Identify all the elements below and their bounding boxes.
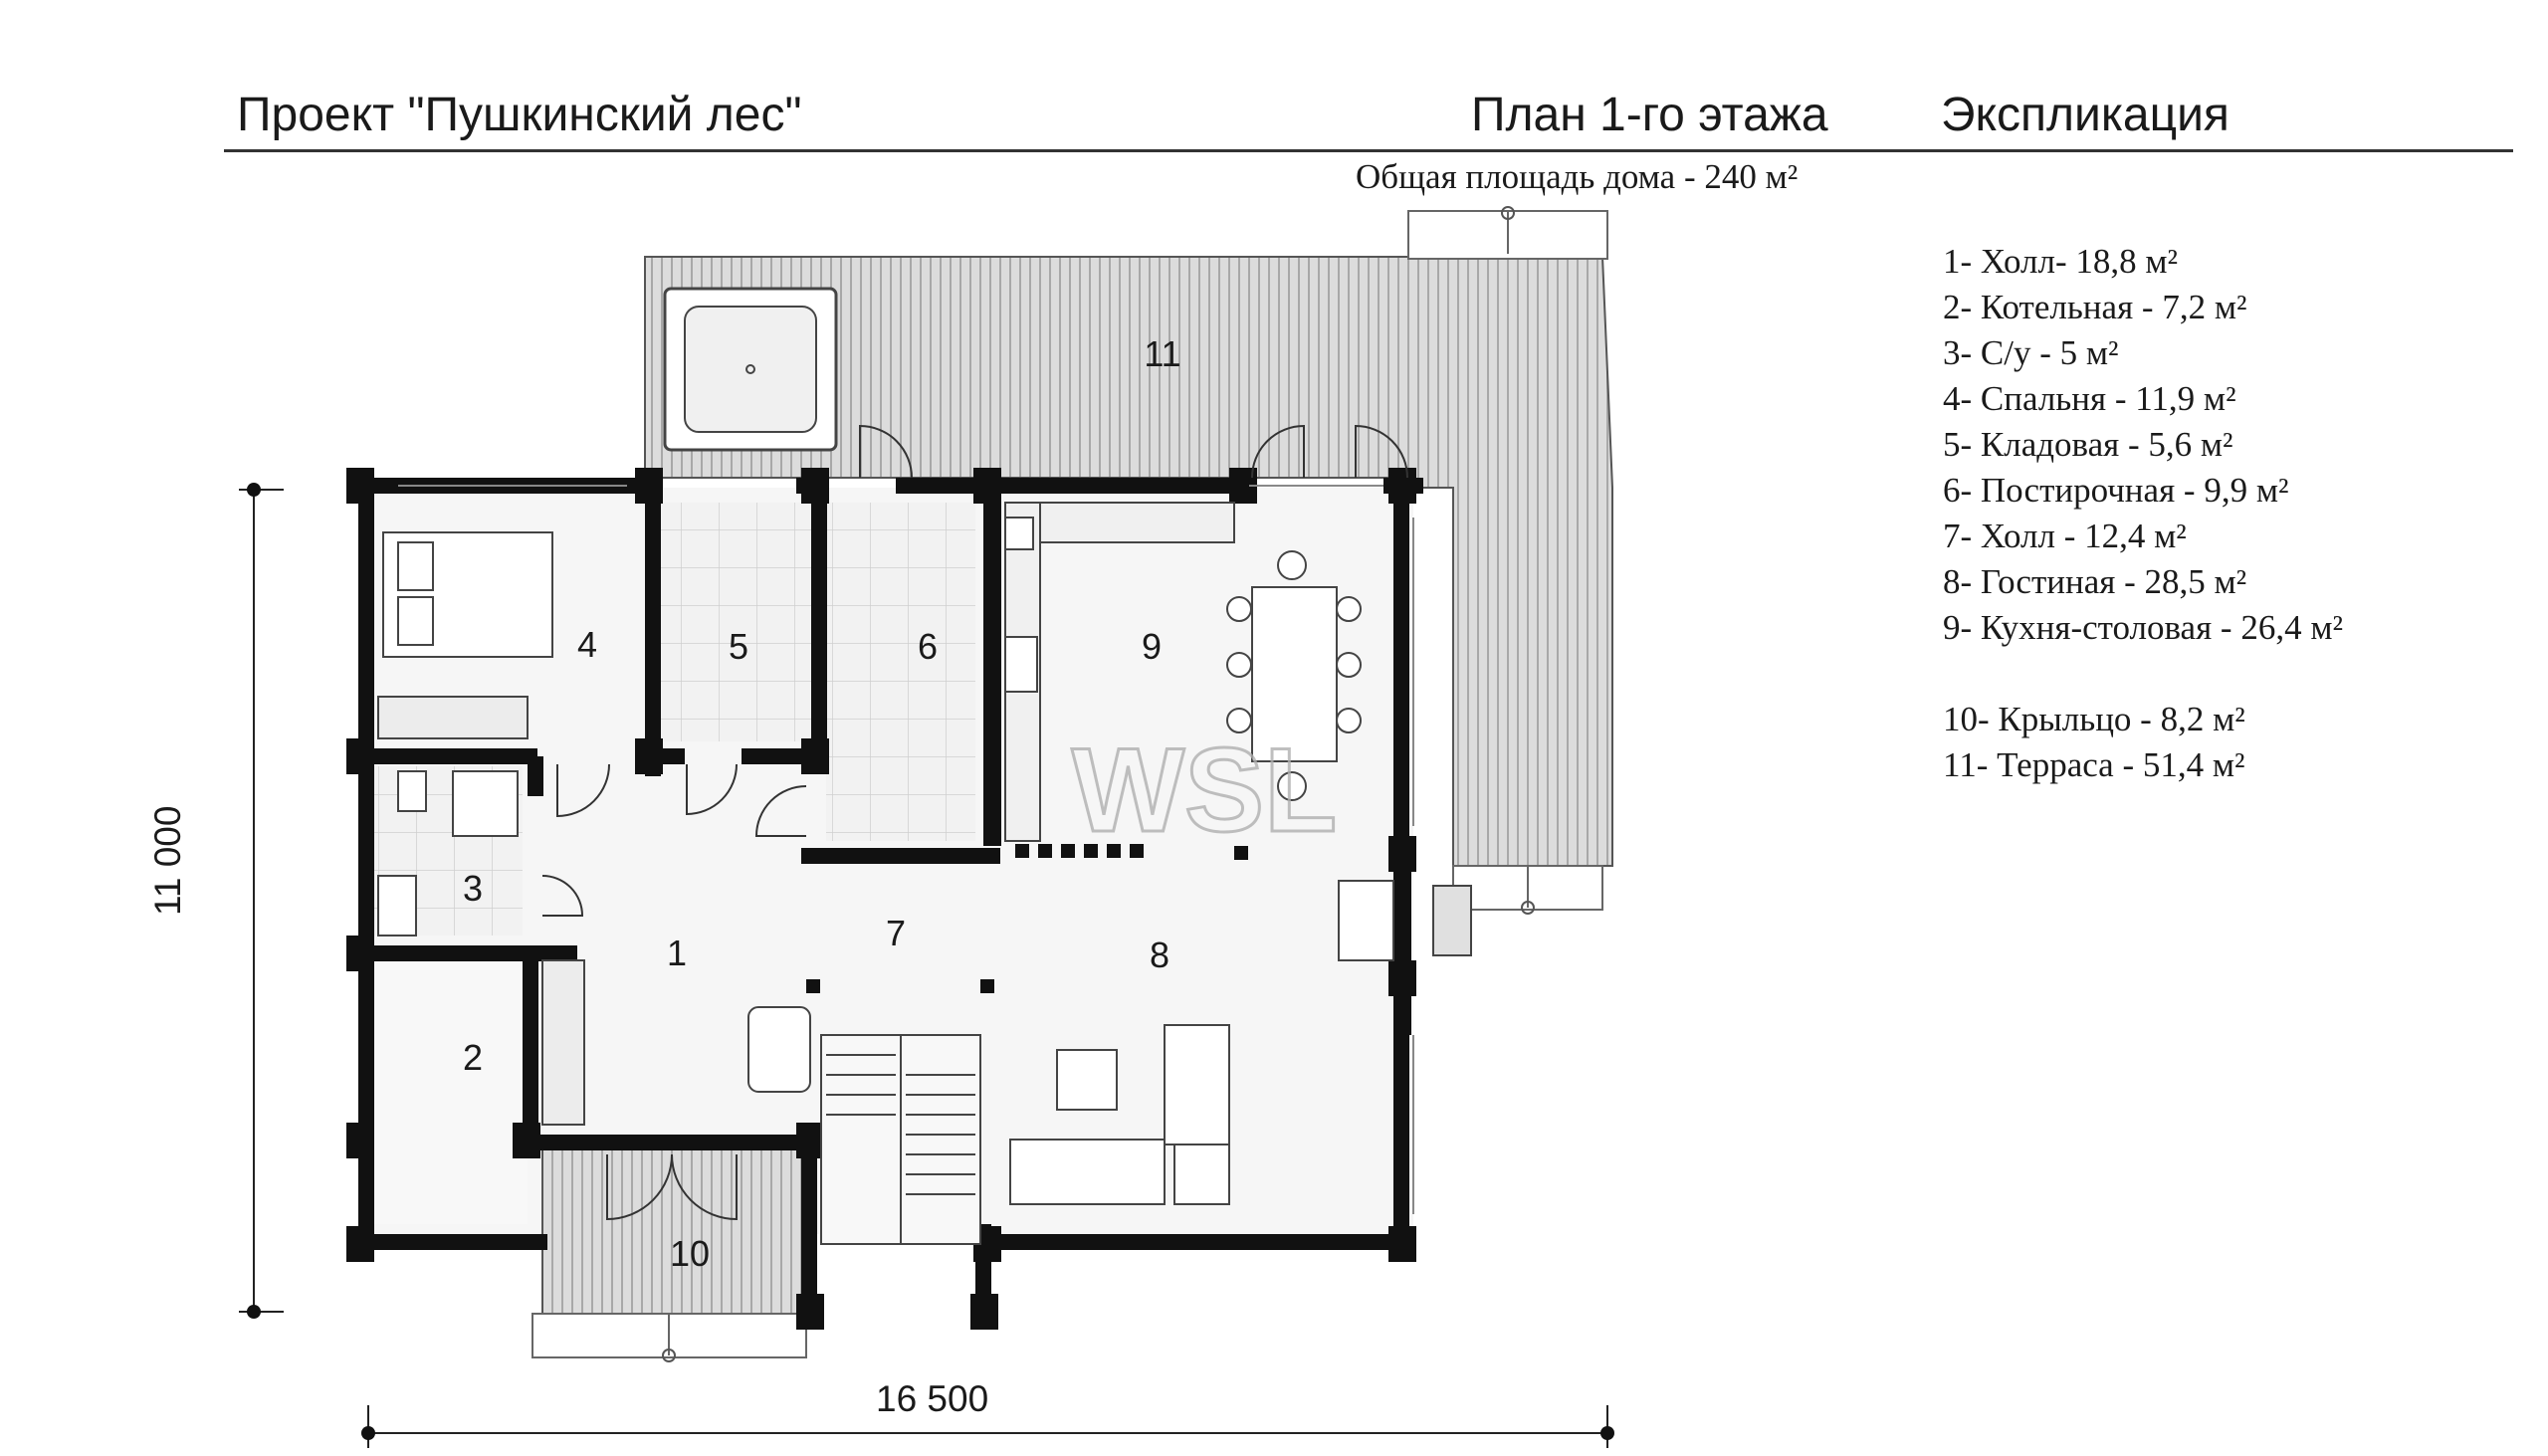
legend-item: 11- Терраса - 51,4 м² [1943,745,2245,784]
legend-item: 1- Холл- 18,8 м² [1943,242,2178,281]
room-label-8: 8 [1150,935,1169,975]
legend-item: 10- Крыльцо - 8,2 м² [1943,700,2245,738]
legend-item: 3- С/у - 5 м² [1943,333,2119,372]
room-label-1: 1 [667,933,687,973]
room-label-2: 2 [463,1037,483,1078]
legend-item: 4- Спальня - 11,9 м² [1943,379,2236,418]
room-label-7: 7 [886,913,906,953]
explication-title: Экспликация [1941,89,2230,141]
room-label-11: 11 [1144,333,1180,374]
height-dimension: 11 000 [147,805,188,916]
room-label-5: 5 [729,626,748,667]
room-label-9: 9 [1142,626,1162,667]
legend-spacer [1943,651,2343,697]
explication-list: 1- Холл- 18,8 м² 2- Котельная - 7,2 м² 3… [1943,239,2343,788]
legend-item: 6- Постирочная - 9,9 м² [1943,471,2289,510]
walls [346,468,1423,1330]
room-labels: 1 2 3 4 5 6 7 8 9 10 11 [463,333,1181,1274]
doors [541,424,1408,1221]
room-label-4: 4 [577,624,597,665]
room-label-6: 6 [918,626,938,667]
project-title: Проект "Пушкинский лес" [237,89,802,141]
legend-item: 5- Кладовая - 5,6 м² [1943,425,2233,464]
total-area: Общая площадь дома - 240 м² [1356,157,1799,196]
room-label-3: 3 [463,868,483,909]
legend-item: 8- Гостиная - 28,5 м² [1943,562,2247,601]
windows [398,485,1414,1214]
furniture [377,502,1472,1245]
plan-title: План 1-го этажа [1471,89,1828,141]
watermark-text: WSL [1072,724,1338,857]
room-label-10: 10 [670,1233,710,1274]
header-divider [224,149,2513,152]
legend-item: 2- Котельная - 7,2 м² [1943,288,2247,326]
width-dimension: 16 500 [876,1378,989,1419]
legend-item: 7- Холл - 12,4 м² [1943,517,2187,555]
legend-item: 9- Кухня-столовая - 26,4 м² [1943,608,2343,647]
